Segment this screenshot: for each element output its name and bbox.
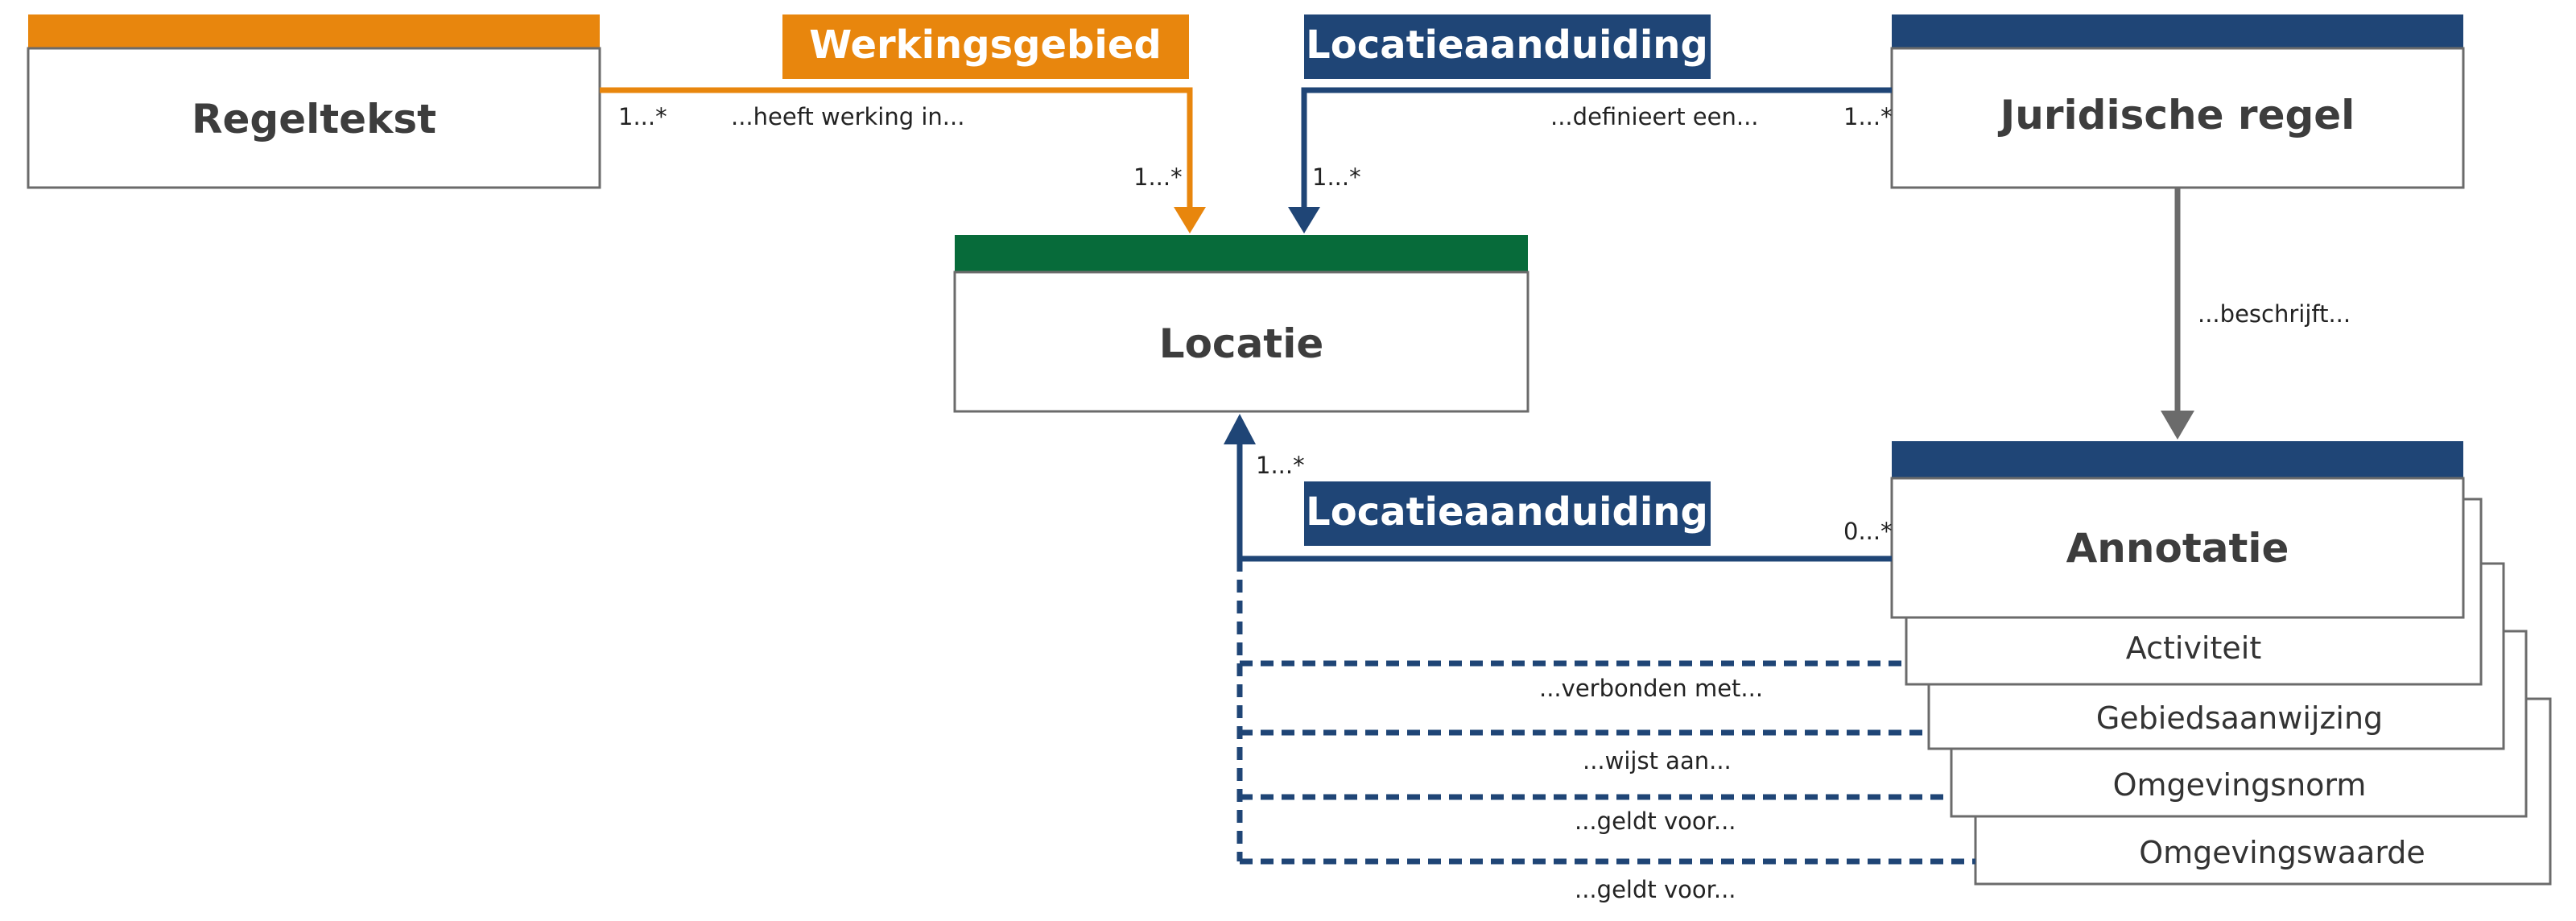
werkingsgebied-arrowhead — [1174, 207, 1206, 233]
regeltekst-box: Regeltekst — [27, 14, 601, 189]
dashed-phrase-geldt-voor-waarde: ...geldt voor... — [1575, 876, 1736, 903]
werkingsgebied-relation: Werkingsgebied 1...* ...heeft werking in… — [600, 14, 1206, 233]
annotatie-title: Annotatie — [2066, 525, 2289, 572]
locatieaanduiding-top-mult-target: 1...* — [1312, 163, 1361, 191]
omgevingsnorm-label: Omgevingsnorm — [2113, 767, 2367, 803]
locatieaanduiding-bottom-relation: Locatieaanduiding 1...* 0...* — [1224, 414, 1893, 562]
dashed-connections: ...verbonden met... ...wijst aan... ...g… — [1236, 559, 1975, 903]
annotatie-body — [1890, 477, 2465, 619]
beschrijft-phrase: ...beschrijft... — [2198, 300, 2351, 328]
locatieaanduiding-bottom-mult-target: 1...* — [1256, 452, 1305, 479]
werkingsgebied-line — [600, 87, 1193, 211]
regeltekst-title: Regeltekst — [192, 96, 436, 142]
gebiedsaanwijzing-label: Gebiedsaanwijzing — [2096, 700, 2383, 736]
omgevingswaarde-label: Omgevingswaarde — [2139, 835, 2425, 870]
locatie-body — [953, 271, 1530, 413]
locatieaanduiding-top-line — [1301, 87, 1892, 211]
locatieaanduiding-top-label-box — [1304, 14, 1711, 79]
dashed-phrase-wijst-aan: ...wijst aan... — [1583, 747, 1732, 774]
locatie-title: Locatie — [1159, 320, 1324, 367]
activiteit-label: Activiteit — [2126, 630, 2261, 666]
dashed-phrase-verbonden-met: ...verbonden met... — [1539, 675, 1763, 702]
locatie-box: Locatie — [953, 235, 1530, 413]
locatieaanduiding-top-arrowhead — [1288, 207, 1320, 233]
locatieaanduiding-bottom-label-box — [1304, 481, 1711, 546]
beschrijft-arrowhead — [2161, 411, 2194, 440]
beschrijft-relation: ...beschrijft... — [2161, 188, 2351, 440]
juridische-regel-title: Juridische regel — [1998, 92, 2355, 138]
regeltekst-header-bar — [28, 14, 600, 48]
locatieaanduiding-top-relation: Locatieaanduiding ...definieert een... 1… — [1288, 14, 1893, 233]
locatieaanduiding-top-mult-source: 1...* — [1843, 103, 1893, 130]
regeltekst-body — [27, 47, 601, 189]
locatieaanduiding-top-label: Locatieaanduiding — [1306, 23, 1708, 68]
dashed-phrase-geldt-voor-norm: ...geldt voor... — [1575, 807, 1736, 835]
werkingsgebied-label: Werkingsgebied — [809, 23, 1162, 68]
werkingsgebied-mult-source: 1...* — [618, 103, 667, 130]
locatieaanduiding-bottom-label: Locatieaanduiding — [1306, 489, 1708, 535]
annotatie-header-bar — [1892, 441, 2463, 478]
werkingsgebied-label-box — [782, 14, 1189, 79]
juridische-regel-box: Juridische regel — [1890, 14, 2465, 189]
locatie-header-bar — [955, 235, 1528, 272]
annotatie-box: Annotatie — [1890, 441, 2465, 619]
locatieaanduiding-bottom-arrowhead — [1224, 414, 1256, 444]
locatieaanduiding-bottom-mult-source: 0...* — [1843, 518, 1893, 545]
locatieaanduiding-top-phrase: ...definieert een... — [1550, 103, 1759, 130]
werkingsgebied-mult-target: 1...* — [1133, 163, 1183, 191]
juridische-regel-header-bar — [1892, 14, 2463, 48]
werkingsgebied-phrase: ...heeft werking in... — [731, 103, 964, 130]
